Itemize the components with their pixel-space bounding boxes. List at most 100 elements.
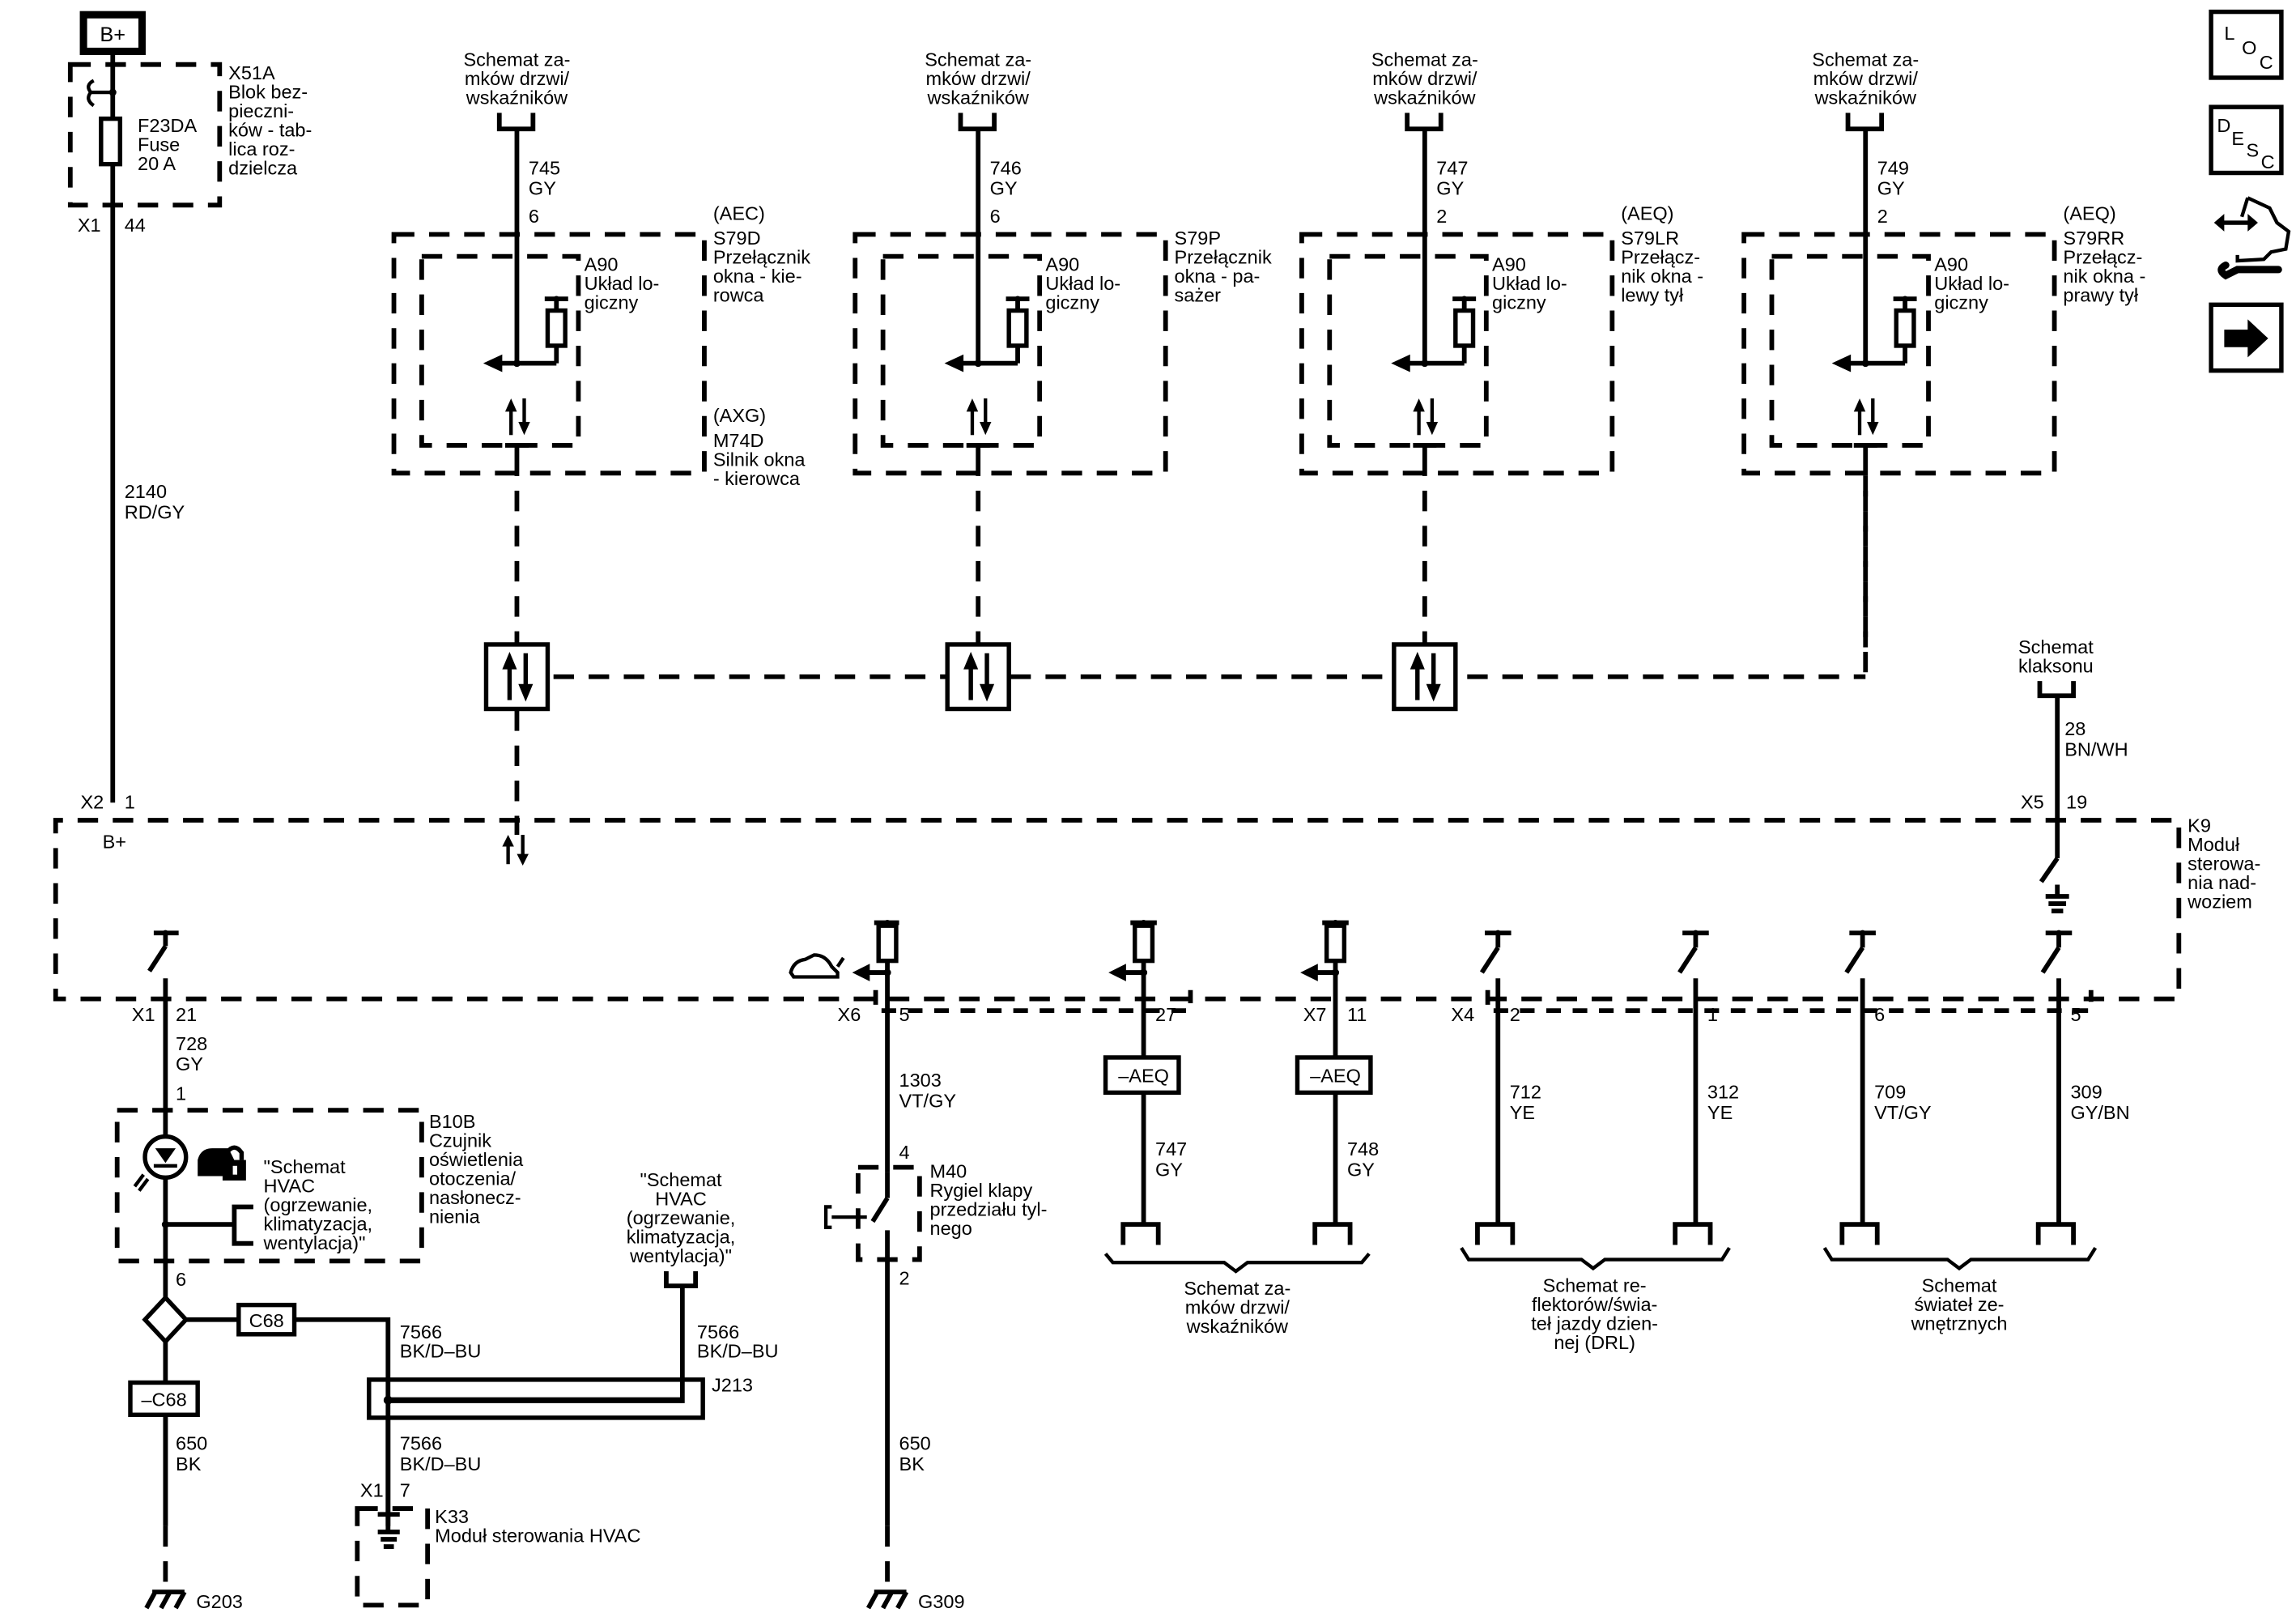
switch-outer-box — [391, 232, 707, 476]
switch-desc: Przełącznik — [1175, 247, 1272, 268]
next-page-button[interactable] — [2209, 302, 2284, 373]
door-ref-link[interactable]: Schemat za- — [1184, 1278, 1290, 1299]
switch-desc: prawy tył — [2063, 285, 2138, 306]
fuse-f23da — [99, 116, 123, 167]
logic-desc: giczny — [1934, 292, 1988, 313]
door-lock-ref-link[interactable]: Schemat za- — [464, 49, 571, 70]
horn-ref[interactable]: klaksonu — [2018, 655, 2094, 676]
horn-ref[interactable]: Schemat — [2018, 636, 2094, 657]
motor-desc: Silnik okna — [713, 449, 806, 470]
door-lock-ref-link[interactable]: wskaźników — [1373, 87, 1476, 109]
hvac-ref-link[interactable]: HVAC — [655, 1189, 707, 1210]
data-link-group — [483, 642, 1458, 712]
door-ref-link[interactable]: mków drzwi/ — [1185, 1296, 1290, 1317]
latch-desc: przedziału tyl- — [930, 1198, 1048, 1219]
pin-label: 5 — [899, 1004, 910, 1025]
hvac-ref-link[interactable]: wentylacja)" — [263, 1232, 366, 1253]
logic-desc: giczny — [1492, 292, 1546, 313]
logic-inner-box — [419, 253, 581, 448]
door-ref-link[interactable]: wskaźników — [1186, 1316, 1289, 1337]
fuse-block-desc: lica roz- — [228, 138, 295, 160]
logic-id: A90 — [585, 254, 619, 275]
hvac-ref-link[interactable]: (ogrzewanie, — [264, 1194, 373, 1215]
pin-label: 21 — [176, 1004, 197, 1025]
pin-label: 6 — [176, 1269, 186, 1290]
wire-color: GY — [1347, 1159, 1375, 1180]
fuse-block-desc: dzielcza — [228, 157, 298, 178]
switch-desc: nik okna - — [2063, 266, 2145, 287]
circuit-number: 7566 — [697, 1321, 739, 1343]
option-label: –AEQ — [1310, 1066, 1361, 1087]
drl-ref-link[interactable]: flektorów/świa- — [1532, 1294, 1657, 1315]
loc-button[interactable]: L O C — [2209, 9, 2284, 80]
loc-letter: L — [2224, 23, 2234, 44]
bcm-desc: sterowa- — [2188, 853, 2260, 874]
exterior-lights-ref-link[interactable]: Schemat — [1922, 1274, 1997, 1296]
door-lock-ref-link[interactable]: mków drzwi/ — [1813, 68, 1919, 89]
loc-letter: C — [2260, 52, 2273, 73]
drl-ref-link[interactable]: nej (DRL) — [1554, 1332, 1635, 1353]
logic-inner-box — [1769, 253, 1931, 448]
door-lock-ref-link[interactable]: wskaźników — [466, 87, 568, 109]
circuit-number: 7566 — [400, 1433, 442, 1454]
switch-id: S79RR — [2063, 228, 2124, 249]
door-lock-ref-link[interactable]: Schemat za- — [1812, 49, 1919, 70]
door-lock-ref-link[interactable]: wskaźników — [927, 87, 1030, 109]
option-label: –AEQ — [1118, 1066, 1169, 1087]
hvac-ref-link[interactable]: wentylacja)" — [629, 1245, 732, 1266]
circuit-number: 650 — [176, 1433, 207, 1454]
connector-label: X1 — [78, 215, 101, 236]
pin-label: 1 — [1707, 1004, 1718, 1025]
option-code: (AXG) — [713, 405, 766, 426]
circuit-number: 748 — [1347, 1138, 1379, 1160]
pin-label: 2 — [899, 1267, 910, 1288]
wire-color: BK/D–BU — [400, 1341, 482, 1362]
pin-label: 7 — [400, 1480, 410, 1501]
drl-ref-link[interactable]: teł jazdy dzien- — [1531, 1313, 1658, 1334]
hvac-ref-link[interactable]: klimatyzacja, — [627, 1227, 736, 1248]
door-lock-ref-link[interactable]: Schemat za- — [925, 49, 1031, 70]
connector-label: X2 — [80, 792, 104, 813]
door-lock-ref-link[interactable]: Schemat za- — [1371, 49, 1478, 70]
window-switch-s79d: Schemat za-mków drzwi/wskaźników745GY6A9… — [391, 49, 810, 648]
door-lock-ref-link[interactable]: mków drzwi/ — [926, 68, 1031, 89]
pin-label: 2 — [1877, 206, 1888, 227]
pin-label: 6 — [990, 206, 1001, 227]
sensor-id: B10B — [429, 1111, 476, 1132]
exterior-lights-ref-link[interactable]: wnętrznych — [1911, 1313, 2008, 1334]
hvac-ref-link[interactable]: "Schemat — [640, 1169, 722, 1190]
pullup-resistor — [1453, 308, 1476, 348]
circuit-number: 1303 — [899, 1070, 942, 1091]
sensor-desc: Czujnik — [429, 1130, 491, 1151]
connector-repair-icon[interactable] — [2213, 196, 2291, 280]
hvac-ref-link[interactable]: "Schemat — [264, 1156, 347, 1177]
logic-desc: giczny — [585, 292, 639, 313]
exterior-lights-ref-link[interactable]: świateł ze- — [1914, 1294, 2004, 1315]
switch-desc: nik okna - — [1621, 266, 1703, 287]
circuit-number: 709 — [1874, 1082, 1906, 1103]
desc-letter: C — [2261, 151, 2275, 172]
drl-ref-link[interactable]: Schemat re- — [1543, 1274, 1647, 1296]
hvac-ref-link[interactable]: klimatyzacja, — [264, 1213, 373, 1234]
latch-desc: Rygiel klapy — [930, 1180, 1033, 1201]
sensor-desc: oświetlenia — [429, 1149, 524, 1170]
circuit-number: 728 — [176, 1033, 207, 1054]
door-lock-ref-link[interactable]: wskaźników — [1814, 87, 1917, 109]
hvac-ref-link[interactable]: (ogrzewanie, — [627, 1207, 736, 1228]
wire-color: GY — [1155, 1159, 1183, 1180]
circuit-number: 747 — [1436, 157, 1468, 178]
bcm-id: K9 — [2188, 815, 2211, 836]
connector-label: X6 — [838, 1004, 861, 1025]
switch-outer-box — [852, 232, 1168, 476]
bcm-desc: woziem — [2187, 891, 2252, 912]
hvac-ref-link[interactable]: HVAC — [264, 1175, 316, 1196]
option-code: (AEC) — [713, 202, 765, 223]
door-lock-ref-link[interactable]: mków drzwi/ — [465, 68, 570, 89]
pin-label: 11 — [1347, 1004, 1367, 1025]
option-box — [1295, 1055, 1373, 1096]
door-lock-ref-link[interactable]: mków drzwi/ — [1372, 68, 1478, 89]
switch-id: S79LR — [1621, 228, 1679, 249]
desc-button[interactable]: D E S C — [2209, 104, 2284, 176]
